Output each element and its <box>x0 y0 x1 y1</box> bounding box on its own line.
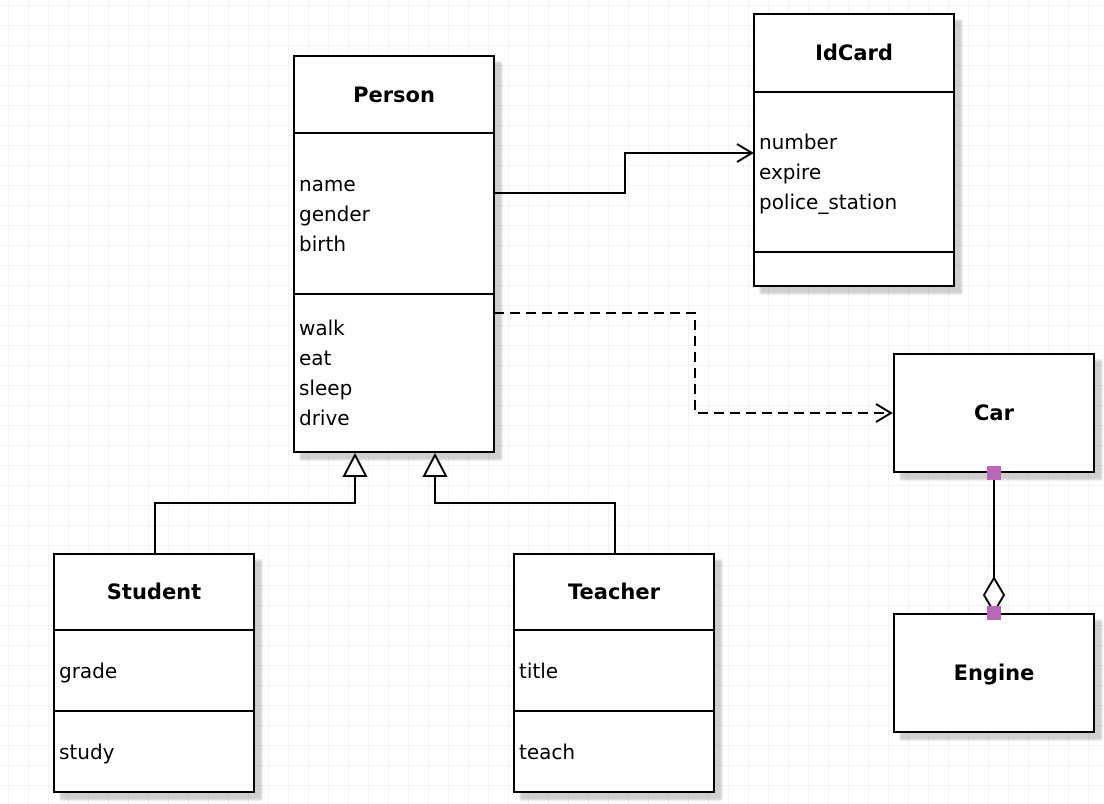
method-eat: eat <box>299 346 332 370</box>
class-teacher[interactable]: Teacher title teach <box>513 553 715 793</box>
attribute-number: number <box>759 130 838 154</box>
attribute-police-station: police_station <box>759 190 898 214</box>
class-engine[interactable]: Engine <box>893 613 1095 733</box>
method-sleep: sleep <box>299 376 353 400</box>
class-teacher-attributes: title <box>515 629 713 710</box>
class-person-methods: walk eat sleep drive <box>295 293 493 451</box>
method-study: study <box>59 739 115 764</box>
class-teacher-title: Teacher <box>568 580 660 604</box>
class-car[interactable]: Car <box>893 353 1095 473</box>
class-idcard-attributes: number expire police_station <box>755 91 953 251</box>
attribute-birth: birth <box>299 231 346 256</box>
method-drive: drive <box>299 406 350 430</box>
connector-student-person[interactable] <box>154 452 368 553</box>
class-engine-title: Engine <box>953 661 1035 685</box>
method-teach: teach <box>519 739 576 764</box>
open-arrowhead-icon <box>736 143 754 163</box>
open-arrowhead-icon <box>875 403 893 423</box>
class-idcard-methods <box>755 251 953 285</box>
class-student-attributes: grade <box>55 629 253 710</box>
connector-car-engine[interactable] <box>982 466 1006 620</box>
connector-person-idcard[interactable] <box>494 143 754 194</box>
class-idcard[interactable]: IdCard number expire police_station <box>753 13 955 287</box>
class-car-title: Car <box>974 401 1014 425</box>
class-idcard-title: IdCard <box>815 41 893 65</box>
class-student-methods: study <box>55 710 253 791</box>
class-student[interactable]: Student grade study <box>53 553 255 793</box>
attribute-name: name <box>299 171 356 196</box>
class-person-attributes: name gender birth <box>295 132 493 293</box>
attribute-expire: expire <box>759 160 822 184</box>
hollow-triangle-icon <box>342 452 368 477</box>
class-person[interactable]: Person name gender birth walk eat sleep … <box>293 55 495 453</box>
class-student-title: Student <box>106 580 202 604</box>
connector-person-car[interactable] <box>494 312 893 423</box>
hollow-triangle-icon <box>422 452 448 477</box>
attribute-gender: gender <box>299 201 370 226</box>
class-teacher-methods: teach <box>515 710 713 791</box>
attribute-grade: grade <box>59 658 118 683</box>
class-person-title: Person <box>353 82 435 107</box>
connector-teacher-person[interactable] <box>422 452 616 553</box>
attribute-title: title <box>519 658 559 683</box>
method-walk: walk <box>299 316 345 340</box>
hollow-diamond-icon <box>982 576 1006 614</box>
